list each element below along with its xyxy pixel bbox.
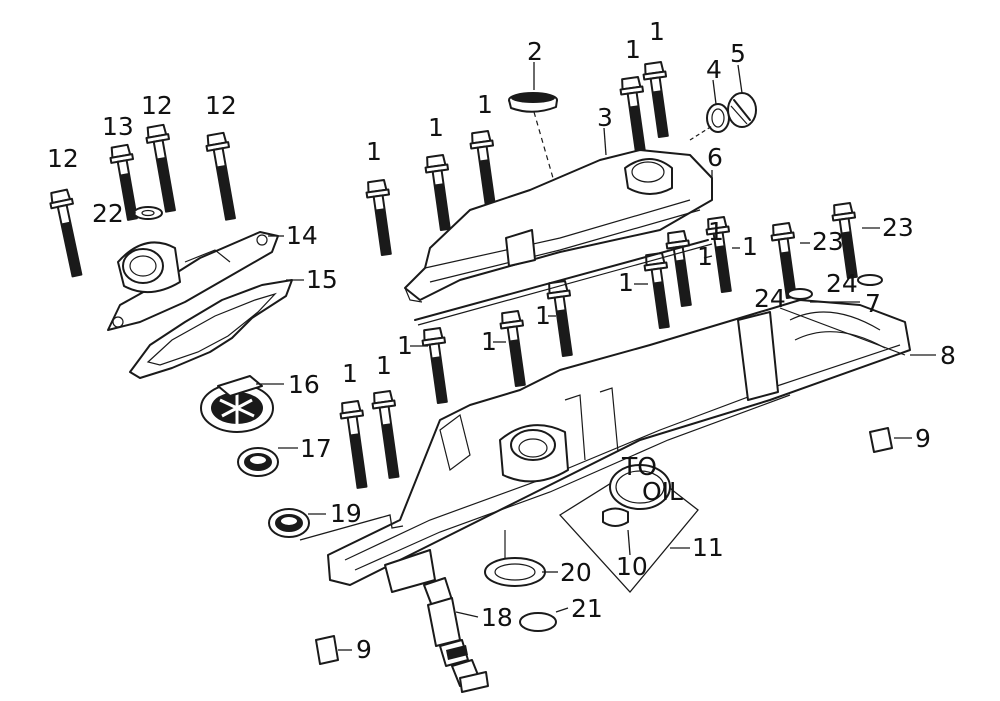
part-9-dowel-right [869, 427, 893, 453]
part-22-washer [133, 206, 163, 220]
part-24-washer-b [857, 274, 883, 286]
callout-1-k: 1 [481, 327, 497, 356]
callout-24-b: 24 [826, 269, 858, 298]
part-5-plug [727, 92, 757, 128]
callout-23-b: 23 [882, 213, 914, 242]
part-19-seal [268, 508, 310, 538]
callout-4: 4 [706, 55, 722, 84]
callout-8: 8 [940, 341, 956, 370]
callout-labels: 2 1 1 4 5 3 6 1 1 1 13 12 12 12 22 14 15… [47, 17, 956, 664]
callout-1-b: 1 [649, 17, 665, 46]
cap-text-oil: OIL [642, 477, 683, 506]
callout-24-a: 24 [754, 284, 786, 313]
part-11-oil-cap: TO OIL [558, 452, 699, 593]
bolt-1-low-c [420, 326, 455, 405]
callout-1-h: 1 [697, 242, 713, 271]
bolt-12-mid [143, 123, 183, 214]
callout-15: 15 [306, 265, 338, 294]
bolt-1-mid-b [664, 229, 699, 308]
callout-20: 20 [560, 558, 592, 587]
cap-text-to: TO [621, 452, 657, 481]
callout-1-d: 1 [428, 113, 444, 142]
bolt-1-low-b [498, 309, 533, 388]
part-15-gasket [129, 279, 293, 379]
part-8-lower-cover [327, 299, 911, 593]
callout-5: 5 [730, 39, 746, 68]
callout-12-a: 12 [141, 91, 173, 120]
callout-16: 16 [288, 370, 320, 399]
bolt-12-right [203, 131, 243, 222]
callout-1-e: 1 [477, 90, 493, 119]
bolt-1-upper-b [423, 153, 458, 232]
bolt-12-left [47, 188, 89, 279]
part-3-upper-cover [404, 149, 713, 326]
callout-1-i: 1 [618, 268, 634, 297]
callout-9-b: 9 [356, 635, 372, 664]
callout-1-m: 1 [342, 359, 358, 388]
callout-23-a: 23 [812, 227, 844, 256]
bolt-1-low-d [338, 399, 374, 490]
bolt-1-upper-a [364, 178, 399, 257]
part-18-sensor [423, 577, 489, 693]
part-20-o-ring [484, 557, 546, 587]
part-16-thermostat [200, 375, 274, 433]
bolt-1-mid-a [642, 251, 677, 330]
part-9-dowel-left [315, 635, 339, 665]
bolt-1-low-e [370, 389, 406, 480]
callout-9-a: 9 [915, 424, 931, 453]
callout-17: 17 [300, 434, 332, 463]
callout-13: 13 [102, 112, 134, 141]
callout-1-c: 1 [366, 137, 382, 166]
part-24-washer-a [787, 288, 813, 300]
callout-11: 11 [692, 533, 724, 562]
callout-18: 18 [481, 603, 513, 632]
callout-6: 6 [707, 143, 723, 172]
callout-19: 19 [330, 499, 362, 528]
callout-1-a: 1 [625, 35, 641, 64]
bolt-1-low-a [545, 279, 580, 358]
part-21-circlip [519, 612, 557, 632]
callout-1-g: 1 [742, 232, 758, 261]
leader-lines [127, 62, 936, 651]
part-2-cap [508, 92, 558, 179]
callout-14: 14 [286, 221, 318, 250]
callout-1-j: 1 [535, 301, 551, 330]
callout-1-l: 1 [397, 331, 413, 360]
callout-22: 22 [92, 199, 124, 228]
part-4-seal [706, 103, 730, 133]
callout-2: 2 [527, 37, 543, 66]
bolt-1-upper-c [468, 129, 503, 208]
callout-1-n: 1 [376, 351, 392, 380]
bolt-1-top-a [618, 75, 653, 154]
callout-3: 3 [597, 103, 613, 132]
callout-1-f: 1 [708, 217, 724, 246]
bolt-1-top-b [641, 60, 676, 139]
part-17-seal [237, 447, 279, 477]
callout-21: 21 [571, 594, 603, 623]
callout-12-c: 12 [47, 144, 79, 173]
callout-12-b: 12 [205, 91, 237, 120]
callout-10: 10 [616, 552, 648, 581]
callout-7: 7 [865, 289, 881, 318]
part-14-housing [107, 231, 279, 331]
